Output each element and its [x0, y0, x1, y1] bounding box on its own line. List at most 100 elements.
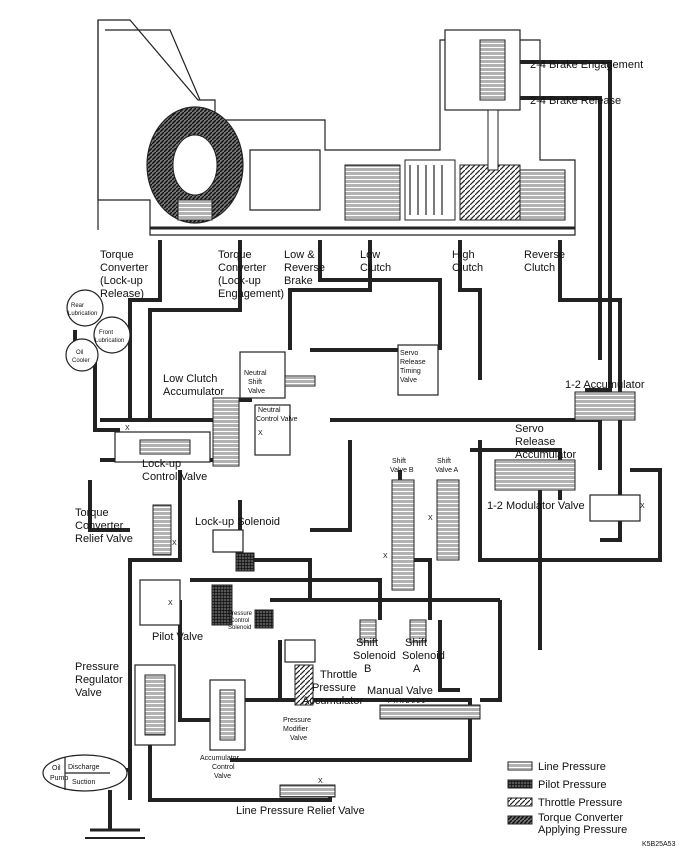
shift-valve-a-label-2: Valve A — [435, 467, 459, 474]
servo-release-timing-valve — [397, 344, 439, 396]
shift-solenoid-b — [359, 619, 377, 643]
tc-release-label-1: Torque — [100, 249, 134, 261]
exhaust-mark: X — [428, 515, 433, 522]
oil-cooler — [65, 338, 99, 372]
figure-code: K5B25A53 — [642, 841, 676, 848]
suction-label: Suction — [72, 779, 95, 786]
manual-valve — [379, 704, 481, 720]
pressure-modifier-label-1: Pressure — [283, 717, 311, 724]
legend-swatch-throttle — [507, 797, 533, 807]
lockup-solenoid — [212, 529, 244, 553]
shift-solenoid-b-label-2: Solenoid — [353, 650, 396, 662]
legend-label-pilot: Pilot Pressure — [538, 779, 606, 791]
pressure-regulator-label-2: Regulator — [75, 674, 123, 686]
brake-24-engagement-label: 2-4 Brake Engagement — [530, 59, 643, 71]
oil-pump-label-1: Oil — [52, 765, 61, 772]
tc-relief-valve-label-3: Relief Valve — [75, 533, 133, 545]
exhaust-mark: X — [318, 778, 323, 785]
high-clutch-label-1: High — [452, 249, 475, 261]
low-clutch-label-1: Low — [360, 249, 380, 261]
legend-label-line: Line Pressure — [538, 761, 606, 773]
rear-lubrication-label-1: Rear — [71, 303, 84, 309]
servo-release-accumulator-label-3: Accumulator — [515, 449, 576, 461]
shift-solenoid-b-label-3: B — [364, 663, 371, 675]
legend-swatch-pilot — [507, 779, 533, 789]
low-clutch-accumulator-label-1: Low Clutch — [163, 373, 217, 385]
exhaust-mark: X — [168, 600, 173, 607]
pressure-legend: Line Pressure Pilot Pressure Throttle Pr… — [507, 761, 627, 836]
throttle-accumulator-label-2: Pressure — [312, 682, 356, 694]
accumulator-12-label: 1-2 Accumulator — [565, 379, 645, 391]
neutral-shift-valve-label-2: Shift — [248, 379, 262, 386]
servo-release-accumulator — [494, 459, 576, 491]
legend-label-throttle: Throttle Pressure — [538, 797, 622, 809]
accumulator-control-label-2: Control — [212, 764, 235, 771]
pressure-control-solenoid-label-2: Control — [230, 618, 249, 624]
shift-valve-b-label-1: Shift — [392, 458, 406, 465]
brake-24-release-label: 2-4 Brake Release — [530, 95, 621, 107]
legend-label-converter-1: Torque Converter — [538, 812, 623, 824]
tc-engagement-label-1: Torque — [218, 249, 252, 261]
servo-release-accumulator-label-2: Release — [515, 436, 555, 448]
reverse-clutch-label-1: Reverse — [524, 249, 565, 261]
accumulator-control-label-1: Accumulator — [200, 755, 240, 762]
legend-swatch-line — [507, 761, 533, 771]
high-clutch-label-2: Clutch — [452, 262, 483, 274]
tc-engagement-label-2: Converter — [218, 262, 267, 274]
oil-pump: Oil Pump Discharge Suction — [42, 754, 128, 792]
pressure-control-solenoid — [211, 584, 233, 626]
pressure-regulator-label-3: Valve — [75, 687, 102, 699]
reverse-clutch-pack — [519, 169, 566, 221]
rear-lubrication-port — [66, 289, 104, 327]
low-clutch-label-2: Clutch — [360, 262, 391, 274]
front-lubrication-port — [93, 316, 131, 354]
exhaust-mark: X — [172, 540, 177, 547]
shift-solenoid-a — [409, 619, 427, 643]
servo-release-timing-label-3: Timing — [400, 368, 421, 375]
modulator-valve-12 — [589, 494, 641, 522]
servo-release-timing-label-4: Valve — [400, 377, 417, 384]
lockup-control-valve-label-1: Lock-up — [142, 458, 181, 470]
reverse-clutch-label-2: Clutch — [524, 262, 555, 274]
legend-label-converter-2: Applying Pressure — [538, 824, 627, 836]
neutral-control-valve-label-1: Neutral — [258, 407, 281, 414]
tc-relief-valve-label-1: Torque — [75, 507, 109, 519]
shift-solenoid-b-label-1: Shift — [356, 637, 378, 649]
tc-engagement-label-3: (Lock-up — [218, 275, 261, 287]
torque-converter-relief-valve — [152, 504, 172, 556]
neutral-shift-valve — [239, 351, 286, 399]
tc-engagement-label-4: Engagement) — [218, 288, 284, 300]
exhaust-mark: X — [125, 425, 130, 432]
neutral-control-valve-label-2: Control Valve — [256, 416, 298, 423]
throttle-accumulator-label-1: Throttle — [320, 669, 357, 681]
pressure-modifier-label-3: Valve — [290, 735, 307, 742]
low-reverse-brake-label-3: Brake — [284, 275, 313, 287]
lockup-control-valve-label-2: Control Valve — [142, 471, 207, 483]
servo-release-accumulator-label-1: Servo — [515, 423, 544, 435]
pressure-modifier-label-2: Modifier — [283, 726, 309, 733]
manual-valve-label: Manual Valve — [367, 685, 433, 697]
neutral-control-valve — [254, 404, 291, 456]
servo-release-timing-label-1: Servo — [400, 350, 418, 357]
neutral-shift-valve-label-3: Valve — [248, 388, 265, 395]
low-reverse-brake-label-1: Low & — [284, 249, 315, 261]
oil-cooler-label-2: Cooler — [72, 358, 90, 364]
low-reverse-brake-label-2: Reverse — [284, 262, 325, 274]
rear-lubrication-label-2: Lubrication — [68, 311, 97, 317]
hydraulic-components — [65, 289, 641, 839]
low-clutch-pack — [344, 164, 401, 221]
tc-release-label-2: Converter — [100, 262, 149, 274]
modulator-valve-12-label: 1-2 Modulator Valve — [487, 500, 585, 512]
high-clutch-pack — [459, 164, 521, 221]
front-lubrication-label-1: Front — [99, 330, 113, 336]
pressure-control-solenoid-label-3: Solenoid — [228, 625, 251, 631]
manual-positions-label: P R N D 3 2 1 — [388, 699, 426, 705]
tc-release-label-4: Release) — [100, 288, 144, 300]
accumulator-control-label-3: Valve — [214, 773, 231, 780]
pressure-modifier-valve — [284, 639, 316, 663]
throttle-accumulator-label-3: Accumulator — [302, 695, 363, 707]
shift-valve-b — [391, 479, 415, 591]
exhaust-mark: X — [640, 503, 645, 510]
tc-release-label-3: (Lock-up — [100, 275, 143, 287]
